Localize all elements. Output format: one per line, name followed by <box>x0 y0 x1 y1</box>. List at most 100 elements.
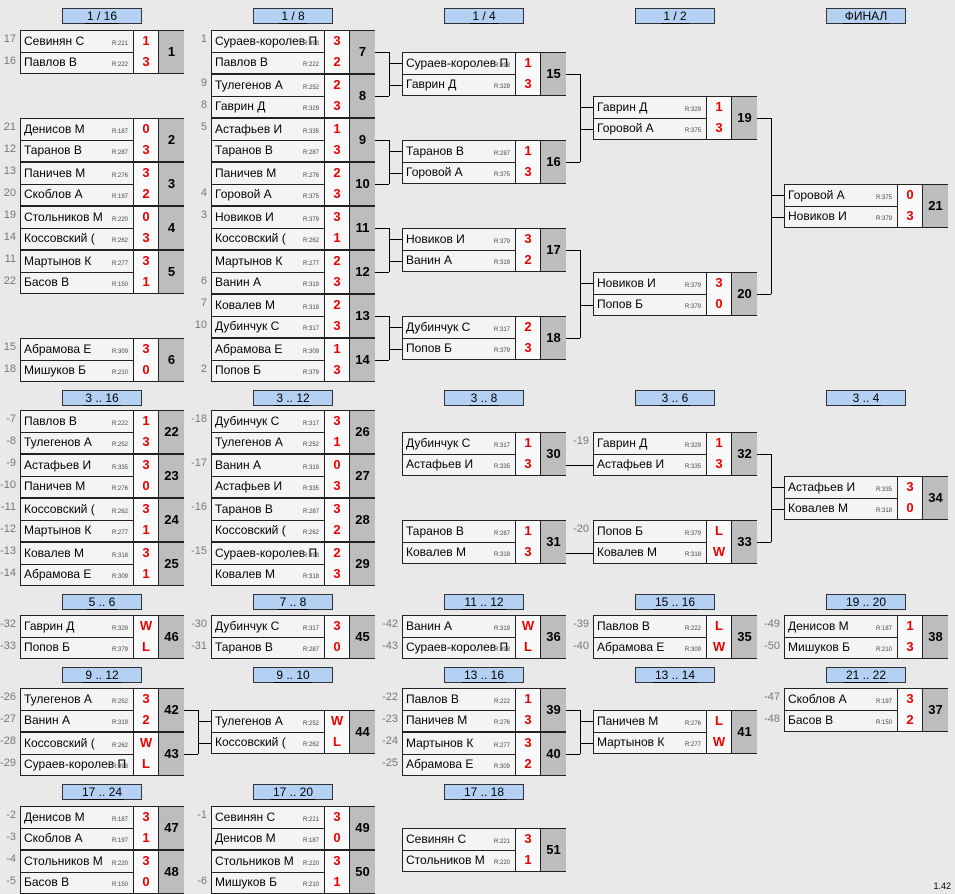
player-row[interactable]: Попов БR:3790 <box>594 294 731 315</box>
match-48[interactable]: -4-5Стольников МR:2203Басов ВR:150048 <box>6 850 184 894</box>
player-row[interactable]: Басов ВR:1502 <box>785 710 922 731</box>
player-row[interactable]: Коссовский (R:2623 <box>21 499 158 521</box>
player-row[interactable]: Денисов МR:1871 <box>785 616 922 638</box>
player-row[interactable]: Павлов ВR:2221 <box>21 411 158 433</box>
match-30[interactable]: Дубинчук СR:3171Астафьев ИR:335330 <box>402 432 566 476</box>
player-row[interactable]: Стольников МR:2200 <box>21 207 158 229</box>
match-41[interactable]: Паничев МR:276LМартынов КR:277W41 <box>593 710 757 754</box>
player-row[interactable]: Павлов ВR:2221 <box>403 689 540 711</box>
player-row[interactable]: Тулегенов АR:2522 <box>212 75 349 97</box>
player-row[interactable]: Таранов ВR:2873 <box>212 499 349 521</box>
match-27[interactable]: -17Ванин АR:3190Астафьев ИR:335327 <box>191 454 375 498</box>
match-4[interactable]: 1914Стольников МR:2200Коссовский (R:2623… <box>4 206 184 250</box>
match-37[interactable]: -47-48Скоблов АR:1973Басов ВR:150237 <box>764 688 948 732</box>
player-row[interactable]: Ковалев МR:3183 <box>212 564 349 585</box>
player-row[interactable]: Гаврин ДR:3293 <box>212 96 349 117</box>
player-row[interactable]: Мишуков БR:2101 <box>212 872 349 893</box>
match-33[interactable]: -20Попов БR:379LКовалев МR:318W33 <box>573 520 757 564</box>
player-row[interactable]: Басов ВR:1501 <box>21 272 158 293</box>
player-row[interactable]: Абрамова ЕR:3091 <box>212 339 349 361</box>
player-row[interactable]: Мартынов КR:2773 <box>21 251 158 273</box>
player-row[interactable]: Тулегенов АR:2523 <box>21 432 158 453</box>
player-row[interactable]: Новиков ИR:3793 <box>403 229 540 251</box>
match-40[interactable]: -24-25Мартынов КR:2773Абрамова ЕR:309240 <box>382 732 566 776</box>
player-row[interactable]: Сураев-королев ПR:3983 <box>212 31 349 53</box>
match-50[interactable]: -6Стольников МR:2203Мишуков БR:210150 <box>197 850 375 894</box>
match-2[interactable]: 2112Денисов МR:1870Таранов ВR:28732 <box>4 118 184 162</box>
match-6[interactable]: 1518Абрамова ЕR:3093Мишуков БR:21006 <box>4 338 184 382</box>
player-row[interactable]: Севинян СR:2211 <box>21 31 158 53</box>
match-15[interactable]: Сураев-королев ПR:3981Гаврин ДR:329315 <box>402 52 566 96</box>
player-row[interactable]: Севинян СR:2213 <box>403 829 540 851</box>
player-row[interactable]: Попов БR:379L <box>594 521 731 543</box>
player-row[interactable]: Абрамова ЕR:309W <box>594 637 731 658</box>
match-20[interactable]: Новиков ИR:3793Попов БR:379020 <box>593 272 757 316</box>
match-24[interactable]: -11-12Коссовский (R:2623Мартынов КR:2771… <box>0 498 184 542</box>
player-row[interactable]: Павлов ВR:2223 <box>21 52 158 73</box>
match-35[interactable]: -39-40Павлов ВR:222LАбрамова ЕR:309W35 <box>573 615 757 659</box>
match-38[interactable]: -49-50Денисов МR:1871Мишуков БR:210338 <box>764 615 948 659</box>
player-row[interactable]: Таранов ВR:2871 <box>403 521 540 543</box>
player-row[interactable]: Новиков ИR:3793 <box>212 207 349 229</box>
player-row[interactable]: Абрамова ЕR:3093 <box>21 339 158 361</box>
player-row[interactable]: Паничев МR:2763 <box>21 163 158 185</box>
player-row[interactable]: Абрамова ЕR:3092 <box>403 754 540 775</box>
match-29[interactable]: -15Сураев-королев ПR:3982Ковалев МR:3183… <box>191 542 375 586</box>
player-row[interactable]: Паничев МR:2763 <box>403 710 540 731</box>
player-row[interactable]: Попов БR:379L <box>21 637 158 658</box>
match-51[interactable]: Севинян СR:2213Стольников МR:220151 <box>402 828 566 872</box>
player-row[interactable]: Коссовский (R:2622 <box>212 520 349 541</box>
player-row[interactable]: Гаврин ДR:3291 <box>594 433 731 455</box>
match-19[interactable]: Гаврин ДR:3291Горовой АR:375319 <box>593 96 757 140</box>
match-8[interactable]: 98Тулегенов АR:2522Гаврин ДR:32938 <box>201 74 375 118</box>
player-row[interactable]: Мартынов КR:2773 <box>403 733 540 755</box>
player-row[interactable]: Скоблов АR:1973 <box>785 689 922 711</box>
match-3[interactable]: 1320Паничев МR:2763Скоблов АR:19723 <box>4 162 184 206</box>
match-39[interactable]: -22-23Павлов ВR:2221Паничев МR:276339 <box>382 688 566 732</box>
player-row[interactable]: Денисов МR:1870 <box>212 828 349 849</box>
player-row[interactable]: Сураев-королев ПR:3982 <box>212 543 349 565</box>
player-row[interactable]: Ванин АR:3193 <box>212 272 349 293</box>
player-row[interactable]: Попов БR:3793 <box>212 360 349 381</box>
player-row[interactable]: Ванин АR:319W <box>403 616 540 638</box>
player-row[interactable]: Горовой АR:3753 <box>212 184 349 205</box>
match-21[interactable]: Горовой АR:3750Новиков ИR:379321 <box>784 184 948 228</box>
match-10[interactable]: 4Паничев МR:2762Горовой АR:375310 <box>201 162 375 206</box>
player-row[interactable]: Ковалев МR:3183 <box>21 543 158 565</box>
match-16[interactable]: Таранов ВR:2871Горовой АR:375316 <box>402 140 566 184</box>
player-row[interactable]: Дубинчук СR:3173 <box>212 411 349 433</box>
player-row[interactable]: Гаврин ДR:3291 <box>594 97 731 119</box>
match-46[interactable]: -32-33Гаврин ДR:329WПопов БR:379L46 <box>0 615 184 659</box>
match-18[interactable]: Дубинчук СR:3172Попов БR:379318 <box>402 316 566 360</box>
player-row[interactable]: Гаврин ДR:3293 <box>403 74 540 95</box>
player-row[interactable]: Астафьев ИR:3353 <box>212 476 349 497</box>
match-28[interactable]: -16Таранов ВR:2873Коссовский (R:262228 <box>191 498 375 542</box>
match-5[interactable]: 1122Мартынов КR:2773Басов ВR:15015 <box>4 250 184 294</box>
match-36[interactable]: -42-43Ванин АR:319WСураев-королев ПR:398… <box>382 615 566 659</box>
player-row[interactable]: Мартынов КR:277W <box>594 732 731 753</box>
player-row[interactable]: Абрамова ЕR:3091 <box>21 564 158 585</box>
match-31[interactable]: Таранов ВR:2871Ковалев МR:318331 <box>402 520 566 564</box>
player-row[interactable]: Коссовский (R:262L <box>212 732 349 753</box>
player-row[interactable]: Тулегенов АR:252W <box>212 711 349 733</box>
player-row[interactable]: Ванин АR:3190 <box>212 455 349 477</box>
player-row[interactable]: Горовой АR:3750 <box>785 185 922 207</box>
player-row[interactable]: Стольников МR:2203 <box>212 851 349 873</box>
player-row[interactable]: Тулегенов АR:2521 <box>212 432 349 453</box>
player-row[interactable]: Дубинчук СR:3173 <box>212 316 349 337</box>
player-row[interactable]: Ковалев МR:318W <box>594 542 731 563</box>
player-row[interactable]: Астафьев ИR:3353 <box>594 454 731 475</box>
player-row[interactable]: Сураев-королев ПR:398L <box>21 754 158 775</box>
player-row[interactable]: Павлов ВR:2222 <box>212 52 349 73</box>
match-49[interactable]: -1Севинян СR:2213Денисов МR:187049 <box>197 806 375 850</box>
player-row[interactable]: Павлов ВR:222L <box>594 616 731 638</box>
match-9[interactable]: 5Астафьев ИR:3351Таранов ВR:28739 <box>201 118 375 162</box>
match-1[interactable]: 1716Севинян СR:2211Павлов ВR:22231 <box>4 30 184 74</box>
match-17[interactable]: Новиков ИR:3793Ванин АR:319217 <box>402 228 566 272</box>
player-row[interactable]: Новиков ИR:3793 <box>785 206 922 227</box>
player-row[interactable]: Горовой АR:3753 <box>403 162 540 183</box>
player-row[interactable]: Ванин АR:3192 <box>21 710 158 731</box>
player-row[interactable]: Мартынов КR:2771 <box>21 520 158 541</box>
match-25[interactable]: -13-14Ковалев МR:3183Абрамова ЕR:309125 <box>0 542 184 586</box>
player-row[interactable]: Сураев-королев ПR:3981 <box>403 53 540 75</box>
